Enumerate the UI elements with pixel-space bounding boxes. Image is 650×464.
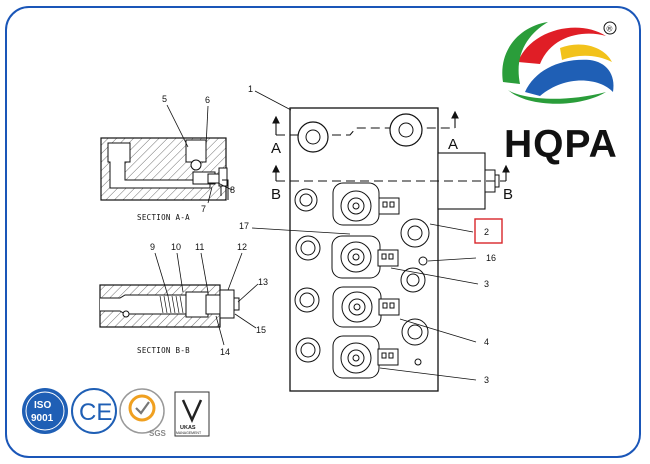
callout-17: 17 <box>239 221 249 231</box>
left-ports <box>294 188 321 363</box>
ukas-subtext: MANAGEMENT <box>176 431 202 435</box>
hqpa-logo-icon <box>502 21 617 104</box>
ce-mark: CE <box>79 399 112 426</box>
section-mark-a-right: A <box>448 136 458 153</box>
registered-mark: ® <box>607 25 613 34</box>
callout-6: 6 <box>205 95 210 105</box>
callout-11: 11 <box>195 242 204 252</box>
section-mark-b-right: B <box>503 186 513 203</box>
ce-badge <box>71 388 117 434</box>
solenoid-3 <box>332 286 400 328</box>
callout-2: 2 <box>484 227 489 237</box>
ukas-badge <box>174 391 210 437</box>
callout-12: 12 <box>237 242 247 252</box>
brand-name: HQPA <box>504 123 618 166</box>
callout-15: 15 <box>256 325 266 335</box>
section-arrows <box>272 110 510 181</box>
iso-badge <box>22 388 68 434</box>
callout-8: 8 <box>230 185 235 195</box>
callout-9: 9 <box>150 242 155 252</box>
highlight-box <box>474 218 503 244</box>
callout-13: 13 <box>258 277 268 287</box>
callout-4: 4 <box>484 337 489 347</box>
ukas-text: UKAS <box>180 425 196 431</box>
section-a-a-label: SECTION A-A <box>137 213 190 222</box>
iso-text: ISO <box>34 400 51 411</box>
callout-16: 16 <box>486 253 496 263</box>
section-b-b-drawing <box>99 284 240 328</box>
solenoid-4 <box>332 335 399 379</box>
main-leaders <box>251 90 479 381</box>
callout-3-lower: 3 <box>484 375 489 385</box>
callout-10: 10 <box>171 242 181 252</box>
callout-1: 1 <box>248 84 253 94</box>
section-a-a-drawing <box>100 137 229 201</box>
section-mark-a-left: A <box>271 140 281 157</box>
section-a-a-leaders <box>166 104 233 204</box>
blue-rounded-frame <box>5 6 641 458</box>
section-mark-b-left: B <box>271 186 281 203</box>
callout-3-upper: 3 <box>484 279 489 289</box>
section-b-b-leaders <box>154 252 259 346</box>
section-b-b-label: SECTION B-B <box>137 346 190 355</box>
callout-5: 5 <box>162 94 167 104</box>
iso-number: 9001 <box>31 413 54 424</box>
top-ports <box>297 113 423 153</box>
right-ports <box>400 218 430 366</box>
solenoid-1 <box>332 182 400 226</box>
callout-14: 14 <box>220 347 230 357</box>
sgs-text: SGS <box>149 429 167 438</box>
sgs-badge <box>119 388 165 434</box>
callout-7: 7 <box>201 204 206 214</box>
solenoid-2 <box>331 235 399 279</box>
